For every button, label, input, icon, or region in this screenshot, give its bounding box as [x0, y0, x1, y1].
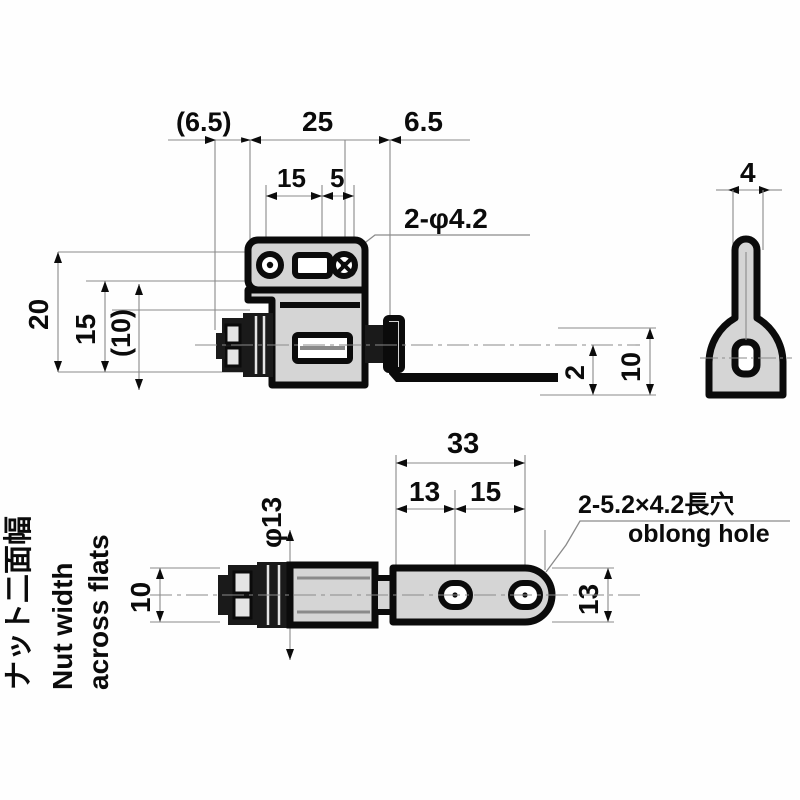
callout-oblong-en: oblong hole	[628, 520, 770, 548]
dim-label-25: 25	[302, 106, 333, 137]
dim-label-4: 4	[740, 157, 756, 188]
dim-25: 25	[250, 106, 390, 144]
callout-oblong-jp: 2-5.2×4.2長穴	[578, 490, 734, 519]
dim-phi13: φ13	[256, 497, 294, 660]
dim-label-5: 5	[330, 163, 344, 193]
dim-6_5: 6.5	[390, 106, 470, 144]
dim-label-2: 2	[560, 365, 590, 380]
dim-label-10-paren: (10)	[106, 309, 136, 357]
note-nut-en-line1: Nut width	[47, 562, 78, 690]
front-view-vert-extension-lines	[58, 251, 250, 373]
dim-15-vert: 15	[70, 281, 109, 372]
dim-label-20: 20	[23, 299, 54, 330]
top-view-group: 33 13 15 2-5.2×4.2長穴 oblong hole	[2, 428, 790, 690]
dim-label-6_5: 6.5	[404, 106, 443, 137]
front-view-bracket-arm	[389, 322, 558, 382]
dim-label-15-top: 15	[277, 163, 306, 193]
front-view-body	[244, 286, 369, 389]
front-view-group: (6.5) 25 6.5 15	[23, 106, 656, 396]
dim-label-10-front: 10	[616, 352, 646, 382]
dim-label-15-vert: 15	[70, 314, 101, 345]
dim-label-6_5-paren: (6.5)	[176, 107, 232, 137]
dim-label-10-top-view: 10	[125, 582, 156, 613]
dim-6_5-paren: (6.5)	[168, 107, 251, 144]
dim-label-15-top-view: 15	[470, 476, 501, 507]
note-nut-en-line2: across flats	[83, 534, 114, 690]
callout-oblong-hole: 2-5.2×4.2長穴 oblong hole	[545, 490, 790, 573]
side-view-group: 4	[700, 157, 792, 399]
dim-33: 33	[396, 428, 525, 467]
callout-label-2-phi4_2: 2-φ4.2	[404, 203, 488, 234]
dim-label-phi13: φ13	[256, 497, 287, 548]
dim-label-13-a: 13	[409, 476, 440, 507]
side-view-bracket	[700, 235, 792, 399]
dim-2-vert: 2	[560, 345, 597, 395]
dim-label-33: 33	[447, 428, 479, 460]
note-nut-width: ナット二面幅 Nut width across flats	[2, 516, 114, 690]
front-view-extension-lines	[214, 140, 391, 340]
note-nut-jp: ナット二面幅	[2, 516, 35, 690]
dim-13-b: 13	[552, 567, 614, 623]
dim-10-top-view: 10	[125, 567, 220, 623]
dim-4: 4	[716, 157, 782, 250]
dim-20: 20	[23, 252, 62, 372]
dim-15-5: 15 5	[266, 163, 354, 200]
dim-label-13-b: 13	[573, 584, 604, 615]
dim-10-vert: 10	[540, 327, 656, 396]
dim-10-paren: (10)	[106, 284, 143, 390]
dim-13-15: 13 15	[396, 476, 525, 513]
front-view-flange	[244, 236, 369, 294]
